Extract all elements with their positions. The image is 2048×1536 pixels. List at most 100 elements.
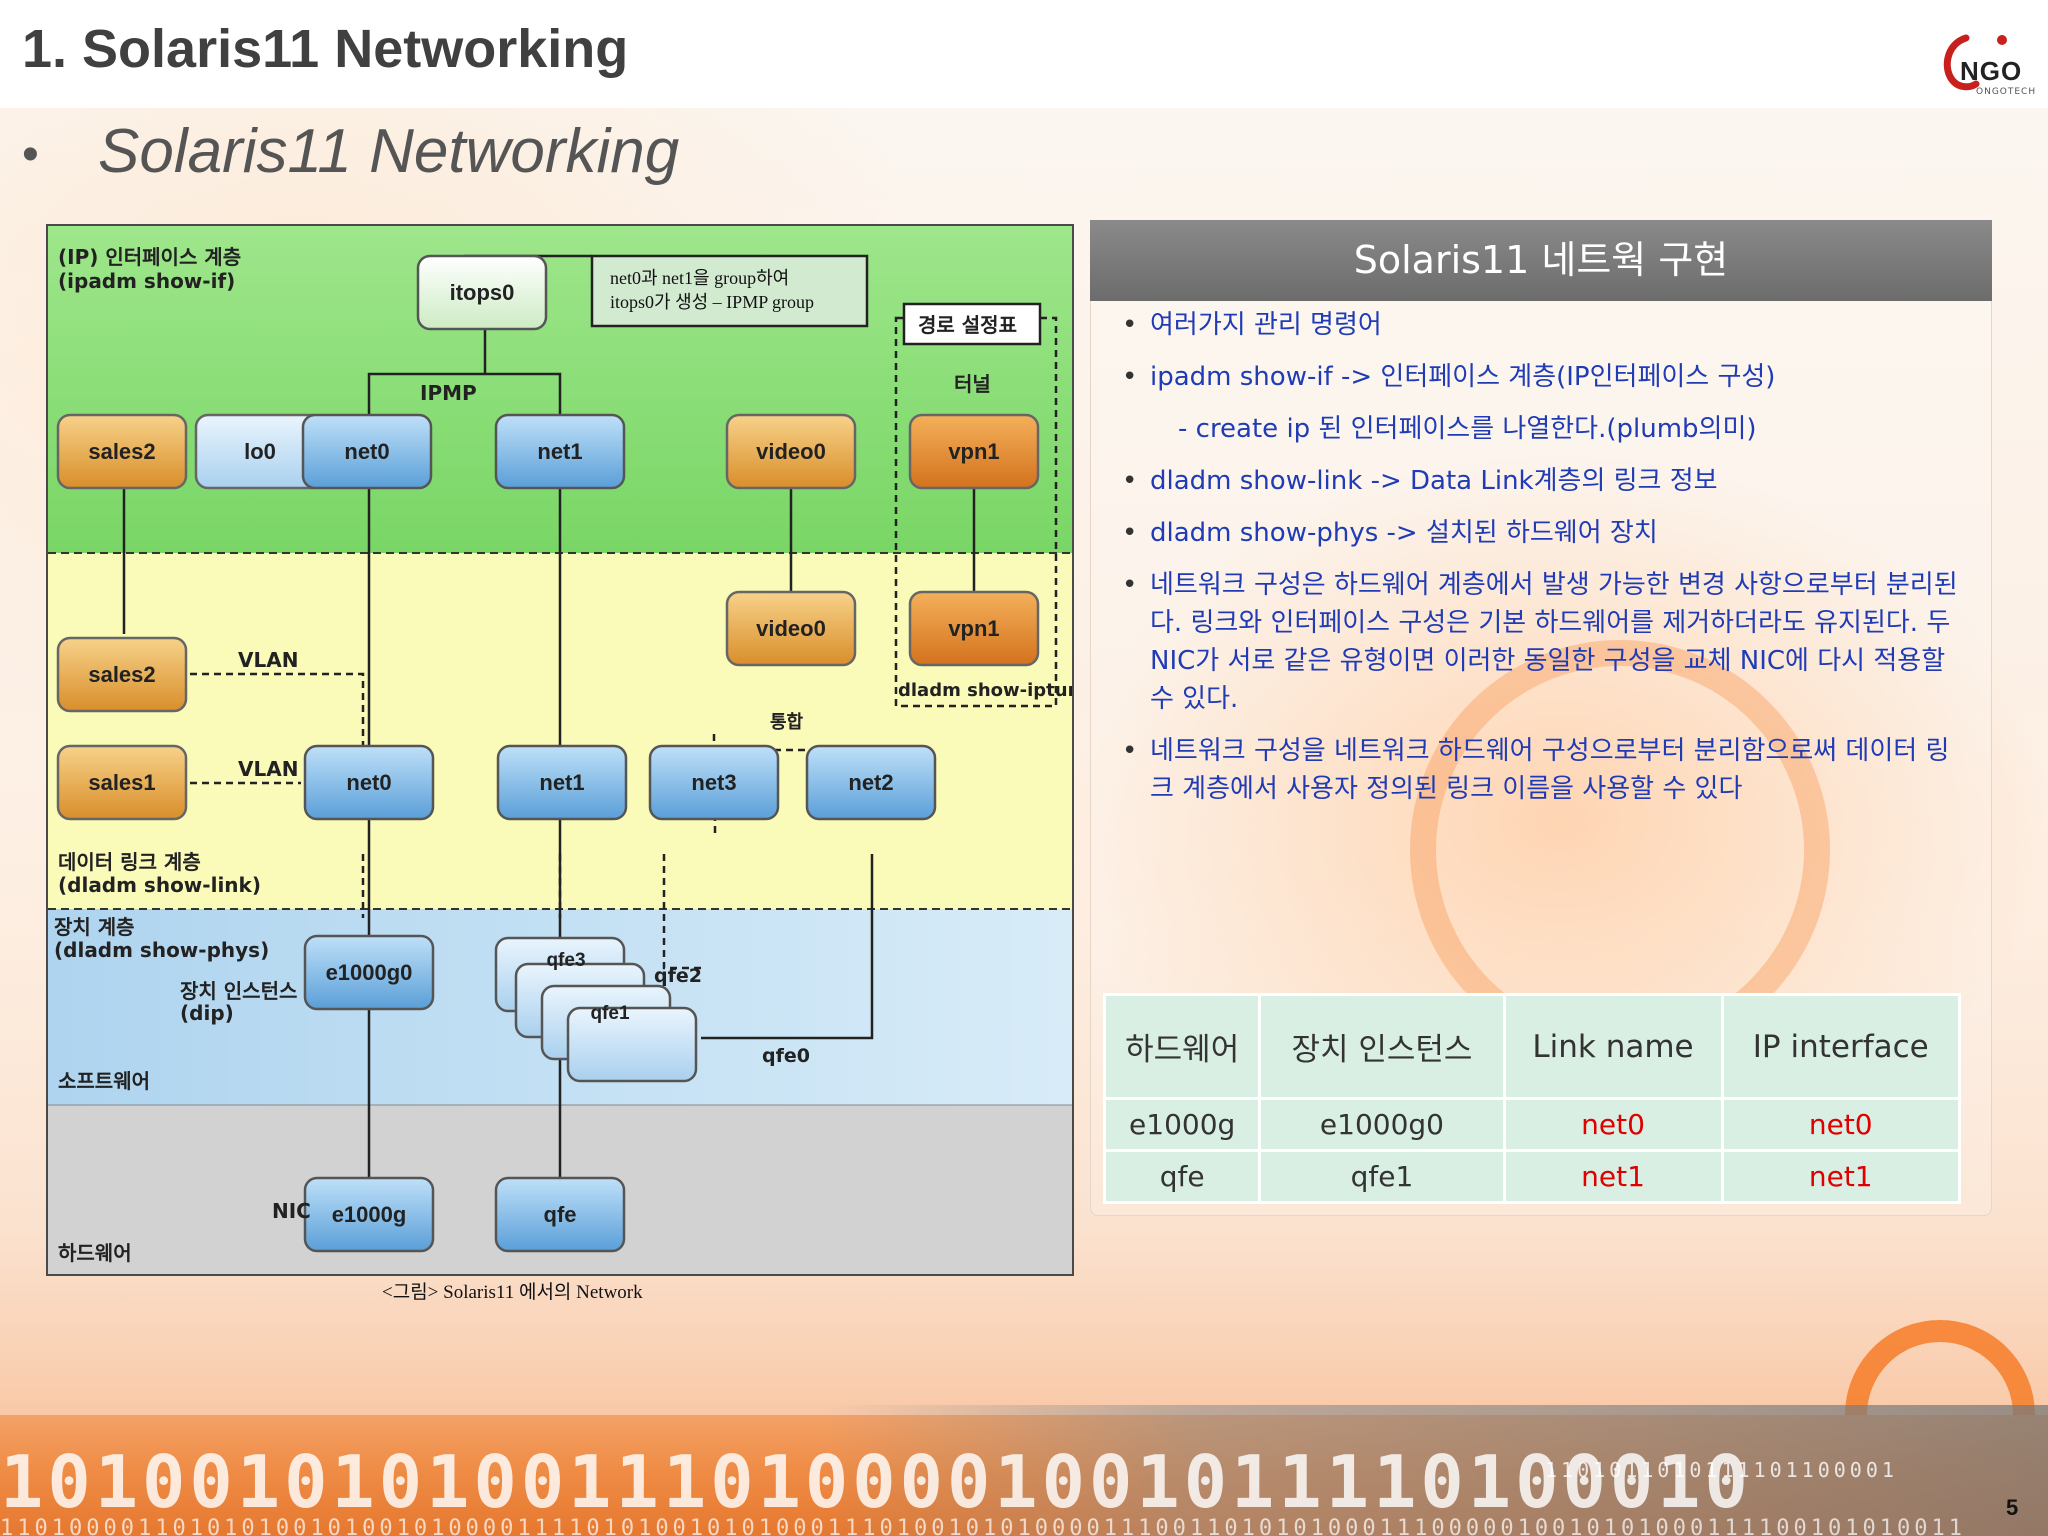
software-label: 소프트웨어 [58,1069,150,1093]
node-sales2-dl-label: sales2 [88,662,155,687]
subtitle-bullet: • [22,128,39,181]
tunnel-label: 터널 [954,372,991,396]
table-cell: e1000g0 [1258,1097,1506,1152]
binary-decoration-small: 1101000011010101001010010100001111010100… [0,1516,1966,1536]
iptun-label: dladm show-iptun [898,680,1074,701]
node-e1000g0 [303,934,435,1011]
node-net1-ip-label: net1 [537,439,582,464]
table-cell: net1 [1502,1149,1724,1204]
qfe0-label: qfe0 [762,1045,810,1067]
hardware-label: 하드웨어 [58,1241,132,1265]
device-layer-label-1: 장치 계층 [54,915,135,939]
aggr-label: 통합 [770,711,804,733]
dip-label-1: 장치 인스턴스 [180,979,297,1003]
diagram-caption: <그림> Solaris11 에서의 Network [382,1282,643,1303]
ipmp-callout [590,254,869,328]
node-net2 [805,744,937,821]
panel-title: Solaris11 네트웍 구현 [1090,220,1992,301]
table-cell: qfe1 [1258,1149,1506,1204]
device-layer-label-2: (dladm show-phys) [54,938,269,962]
node-video0-dl-label: video0 [756,616,826,641]
node-e1000g0-label: e1000g0 [326,960,413,985]
footer-band-grey [820,1405,2048,1536]
datalink-layer-label-1: 데이터 링크 계층 [58,850,201,874]
callout-line-1: net0과 net1을 group하여 [610,268,789,288]
callout-line-2: itops0가 생성 – IPMP group [610,292,814,312]
node-itops0 [416,254,548,331]
node-video0-ip-label: video0 [756,439,826,464]
node-net1-ip [494,413,626,490]
datalink-layer-label-2: (dladm show-link) [58,873,261,897]
route-table-label: 경로 설정표 [918,313,1017,337]
table-row: e1000g e1000g0 net0 net0 [1102,1097,1961,1152]
node-vpn1-dl-label: vpn1 [948,616,999,641]
table-cell: qfe [1102,1149,1262,1204]
dip-label-2: (dip) [180,1001,234,1025]
node-vpn1-dl [908,590,1040,667]
node-video0-ip [725,413,857,490]
logo-subtext: ONGOTECH [1976,87,2037,97]
table-cell: net0 [1720,1097,1961,1152]
ip-layer-label-1: (IP) 인터페이스 계층 [58,245,241,269]
node-qfe1-label: qfe1 [590,1003,630,1024]
node-net0-dl [303,744,435,821]
binary-decoration-tiny: 1101011010111101100001 [1545,1458,1898,1482]
network-diagram: itops0 sales2 lo0 net0 net1 video0 vpn1 … [46,224,1074,1276]
node-itops0-label: itops0 [450,280,515,305]
node-net0-ip-label: net0 [344,439,389,464]
node-net3 [648,744,780,821]
node-qfe0 [566,1006,698,1083]
table-row: qfe qfe1 net1 net1 [1102,1149,1961,1204]
table-cell: net1 [1720,1149,1961,1204]
node-net0-ip [301,413,433,490]
node-sales2-ip [56,413,188,490]
list-item: ipadm show-if -> 인터페이스 계층(IP인터페이스 구성) [1122,358,1962,396]
node-sales2-ip-label: sales2 [88,439,155,464]
table-header-row: 하드웨어 장치 인스턴스 Link name IP interface [1102,993,1961,1100]
panel-bullet-list: 여러가지 관리 명령어 ipadm show-if -> 인터페이스 계층(IP… [1122,306,1962,822]
table-header-cell: 하드웨어 [1102,993,1262,1100]
node-vpn1-ip [908,413,1040,490]
page-number: 5 [2006,1495,2019,1520]
vlan-label-2: VLAN [238,757,298,781]
table-cell: e1000g [1102,1097,1262,1152]
list-item: dladm show-phys -> 설치된 하드웨어 장치 [1122,514,1962,552]
header-bar [0,0,2048,108]
node-lo0-label: lo0 [244,439,276,464]
ip-layer-label-2: (ipadm show-if) [58,269,235,293]
binary-decoration: 1010010101001110100001001011110100010 [0,1440,1752,1524]
nic-label: NIC [272,1199,311,1223]
node-net1-dl [496,744,628,821]
table-cell: net0 [1502,1097,1724,1152]
list-item: 네트워크 구성을 네트워크 하드웨어 구성으로부터 분리함으로써 데이터 링크 … [1122,732,1962,808]
node-qfe [494,1176,626,1253]
table-header-cell: IP interface [1720,993,1961,1100]
ongotech-logo [1943,34,2007,91]
qfe2-label: qfe2 [654,965,702,987]
list-item-sub: - create ip 된 인터페이스를 나열한다.(plumb의미) [1178,414,1757,444]
page-title: 1. Solaris11 Networking [22,19,629,79]
node-net0-dl-label: net0 [346,770,391,795]
node-e1000g-label: e1000g [332,1202,407,1227]
interface-mapping-table: 하드웨어 장치 인스턴스 Link name IP interface e100… [1102,993,1961,1204]
ipmp-label: IPMP [420,381,477,405]
logo-text: NGO [1960,56,2023,86]
node-qfe-label: qfe [544,1202,577,1227]
node-e1000g [303,1176,435,1253]
list-item: 여러가지 관리 명령어 [1122,306,1962,344]
node-net3-label: net3 [691,770,736,795]
list-item: dladm show-link -> Data Link계층의 링크 정보 [1122,462,1962,500]
node-net1-dl-label: net1 [539,770,584,795]
node-video0-dl [725,590,857,667]
node-vpn1-ip-label: vpn1 [948,439,999,464]
vlan-label-1: VLAN [238,648,298,672]
list-item: 네트워크 구성은 하드웨어 계층에서 발생 가능한 변경 사항으로부터 분리된다… [1122,566,1962,718]
subtitle: Solaris11 Networking [98,117,680,186]
node-sales2-dl [56,636,188,713]
node-net2-label: net2 [848,770,893,795]
node-qfe3-label: qfe3 [546,950,585,971]
table-header-cell: 장치 인스턴스 [1258,993,1506,1100]
node-sales1-label: sales1 [88,770,155,795]
node-sales1 [56,744,188,821]
table-header-cell: Link name [1502,993,1724,1100]
